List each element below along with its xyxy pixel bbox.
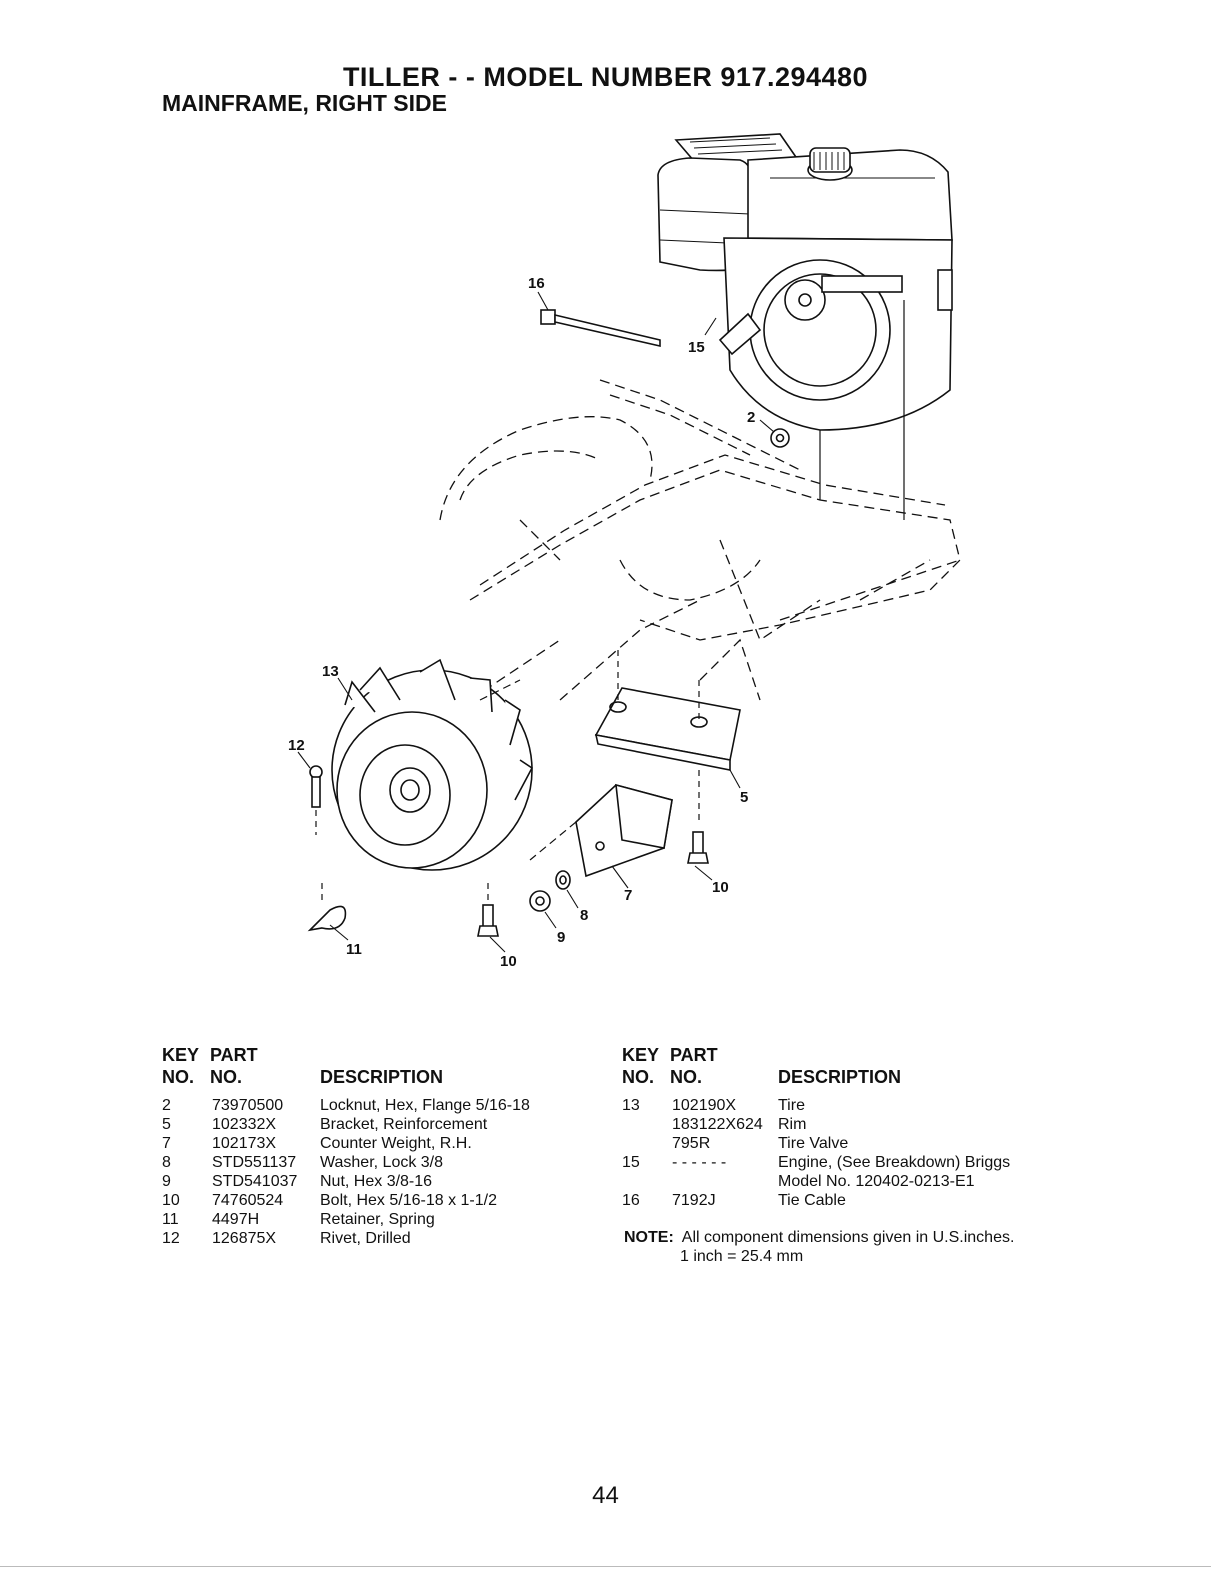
counter-weight-illustration: [529, 783, 673, 878]
washer-illustration: [555, 870, 571, 890]
header-part-top: PART: [210, 1045, 258, 1065]
header-key-bottom: NO.: [622, 1067, 655, 1087]
row-key: 11: [162, 1211, 179, 1228]
page-title: TILLER - - MODEL NUMBER 917.294480: [342, 62, 869, 92]
row-part: 4497H: [212, 1211, 260, 1228]
dimension-note: NOTE: All component dimensions given in …: [624, 1228, 1014, 1266]
row-part: STD541037: [212, 1173, 298, 1190]
row-description: Tire Valve: [778, 1135, 849, 1152]
callout-7: 7: [624, 887, 632, 904]
exploded-parts-diagram: 16 15 2 13 12 5 10 7 8 11 9 10: [288, 133, 961, 970]
row-part: 795R: [672, 1135, 711, 1152]
header-description: DESCRIPTION: [778, 1067, 902, 1087]
row-key: 2: [162, 1097, 171, 1114]
row-description: Nut, Hex 3/8-16: [320, 1173, 433, 1190]
header-part-bottom: NO.: [210, 1067, 243, 1087]
callout-10-right: 10: [712, 879, 729, 896]
row-description: Locknut, Hex, Flange 5/16-18: [320, 1097, 530, 1114]
callout-11: 11: [346, 941, 362, 958]
row-key: 8: [162, 1154, 171, 1171]
bolt-illustration-right: [687, 831, 709, 864]
note-line-2: 1 inch = 25.4 mm: [680, 1248, 804, 1265]
row-part: 102190X: [672, 1097, 737, 1114]
row-key: 10: [162, 1192, 180, 1209]
note-line-1: All component dimensions given in U.S.in…: [681, 1229, 1015, 1246]
parts-table-right: KEY NO. PART NO. DESCRIPTION 13 102190X …: [622, 1046, 1072, 1216]
parts-table-left: KEY NO. PART NO. DESCRIPTION 2 73970500 …: [162, 1046, 602, 1256]
row-key: 9: [162, 1173, 171, 1190]
row-description: Tire: [778, 1097, 805, 1114]
retainer-spring-illustration: [307, 880, 347, 932]
nut-illustration: [529, 890, 551, 912]
mainframe-phantom-illustration: [439, 379, 961, 701]
bracket-illustration: [594, 650, 741, 825]
locknut-illustration: [770, 428, 790, 448]
row-description: Model No. 120402-0213-E1: [778, 1173, 975, 1190]
row-part: STD551137: [212, 1154, 297, 1171]
callout-9: 9: [557, 929, 565, 946]
callout-16: 16: [528, 275, 545, 292]
row-description: Rim: [778, 1116, 807, 1133]
rivet-illustration: [309, 765, 323, 835]
header-part-bottom: NO.: [670, 1067, 703, 1087]
header-key-bottom: NO.: [162, 1067, 195, 1087]
row-description: Rivet, Drilled: [320, 1230, 411, 1247]
row-part: - - - - - -: [672, 1154, 727, 1171]
header-description: DESCRIPTION: [320, 1067, 444, 1087]
row-description: Engine, (See Breakdown) Briggs: [778, 1154, 1011, 1171]
row-key: 12: [162, 1230, 180, 1247]
row-part: 74760524: [212, 1192, 284, 1209]
row-description: Bracket, Reinforcement: [320, 1116, 488, 1133]
row-key: 13: [622, 1097, 640, 1114]
callout-10-left: 10: [500, 953, 517, 970]
tire-illustration: [331, 658, 534, 871]
row-key: 5: [162, 1116, 171, 1133]
note-label: NOTE:: [624, 1229, 674, 1246]
row-part: 102332X: [212, 1116, 277, 1133]
row-key: 7: [162, 1135, 171, 1152]
header-key-top: KEY: [622, 1045, 660, 1065]
row-part: 126875X: [212, 1230, 277, 1247]
bottom-rule: [0, 1566, 1211, 1567]
callout-13: 13: [322, 663, 339, 680]
callout-12: 12: [288, 737, 305, 754]
row-description: Counter Weight, R.H.: [320, 1135, 472, 1152]
section-title: MAINFRAME, RIGHT SIDE: [162, 90, 447, 116]
row-key: 15: [622, 1154, 640, 1171]
row-part: 73970500: [212, 1097, 284, 1114]
page-number: 44: [592, 1482, 619, 1509]
header-part-top: PART: [670, 1045, 718, 1065]
row-part: 102173X: [212, 1135, 277, 1152]
callout-2: 2: [747, 409, 755, 426]
callout-15: 15: [688, 339, 705, 356]
callout-5: 5: [740, 789, 748, 806]
header-key-top: KEY: [162, 1045, 200, 1065]
row-description: Washer, Lock 3/8: [320, 1154, 444, 1171]
row-key: 16: [622, 1192, 640, 1209]
tie-cable-illustration: [540, 309, 661, 348]
row-part: 183122X624: [672, 1116, 763, 1133]
engine-illustration: [657, 133, 953, 520]
row-description: Tie Cable: [778, 1192, 846, 1209]
callout-8: 8: [580, 907, 588, 924]
bolt-illustration-left: [477, 880, 499, 937]
row-description: Retainer, Spring: [320, 1211, 435, 1228]
row-part: 7192J: [672, 1192, 716, 1209]
row-description: Bolt, Hex 5/16-18 x 1-1/2: [320, 1192, 497, 1209]
